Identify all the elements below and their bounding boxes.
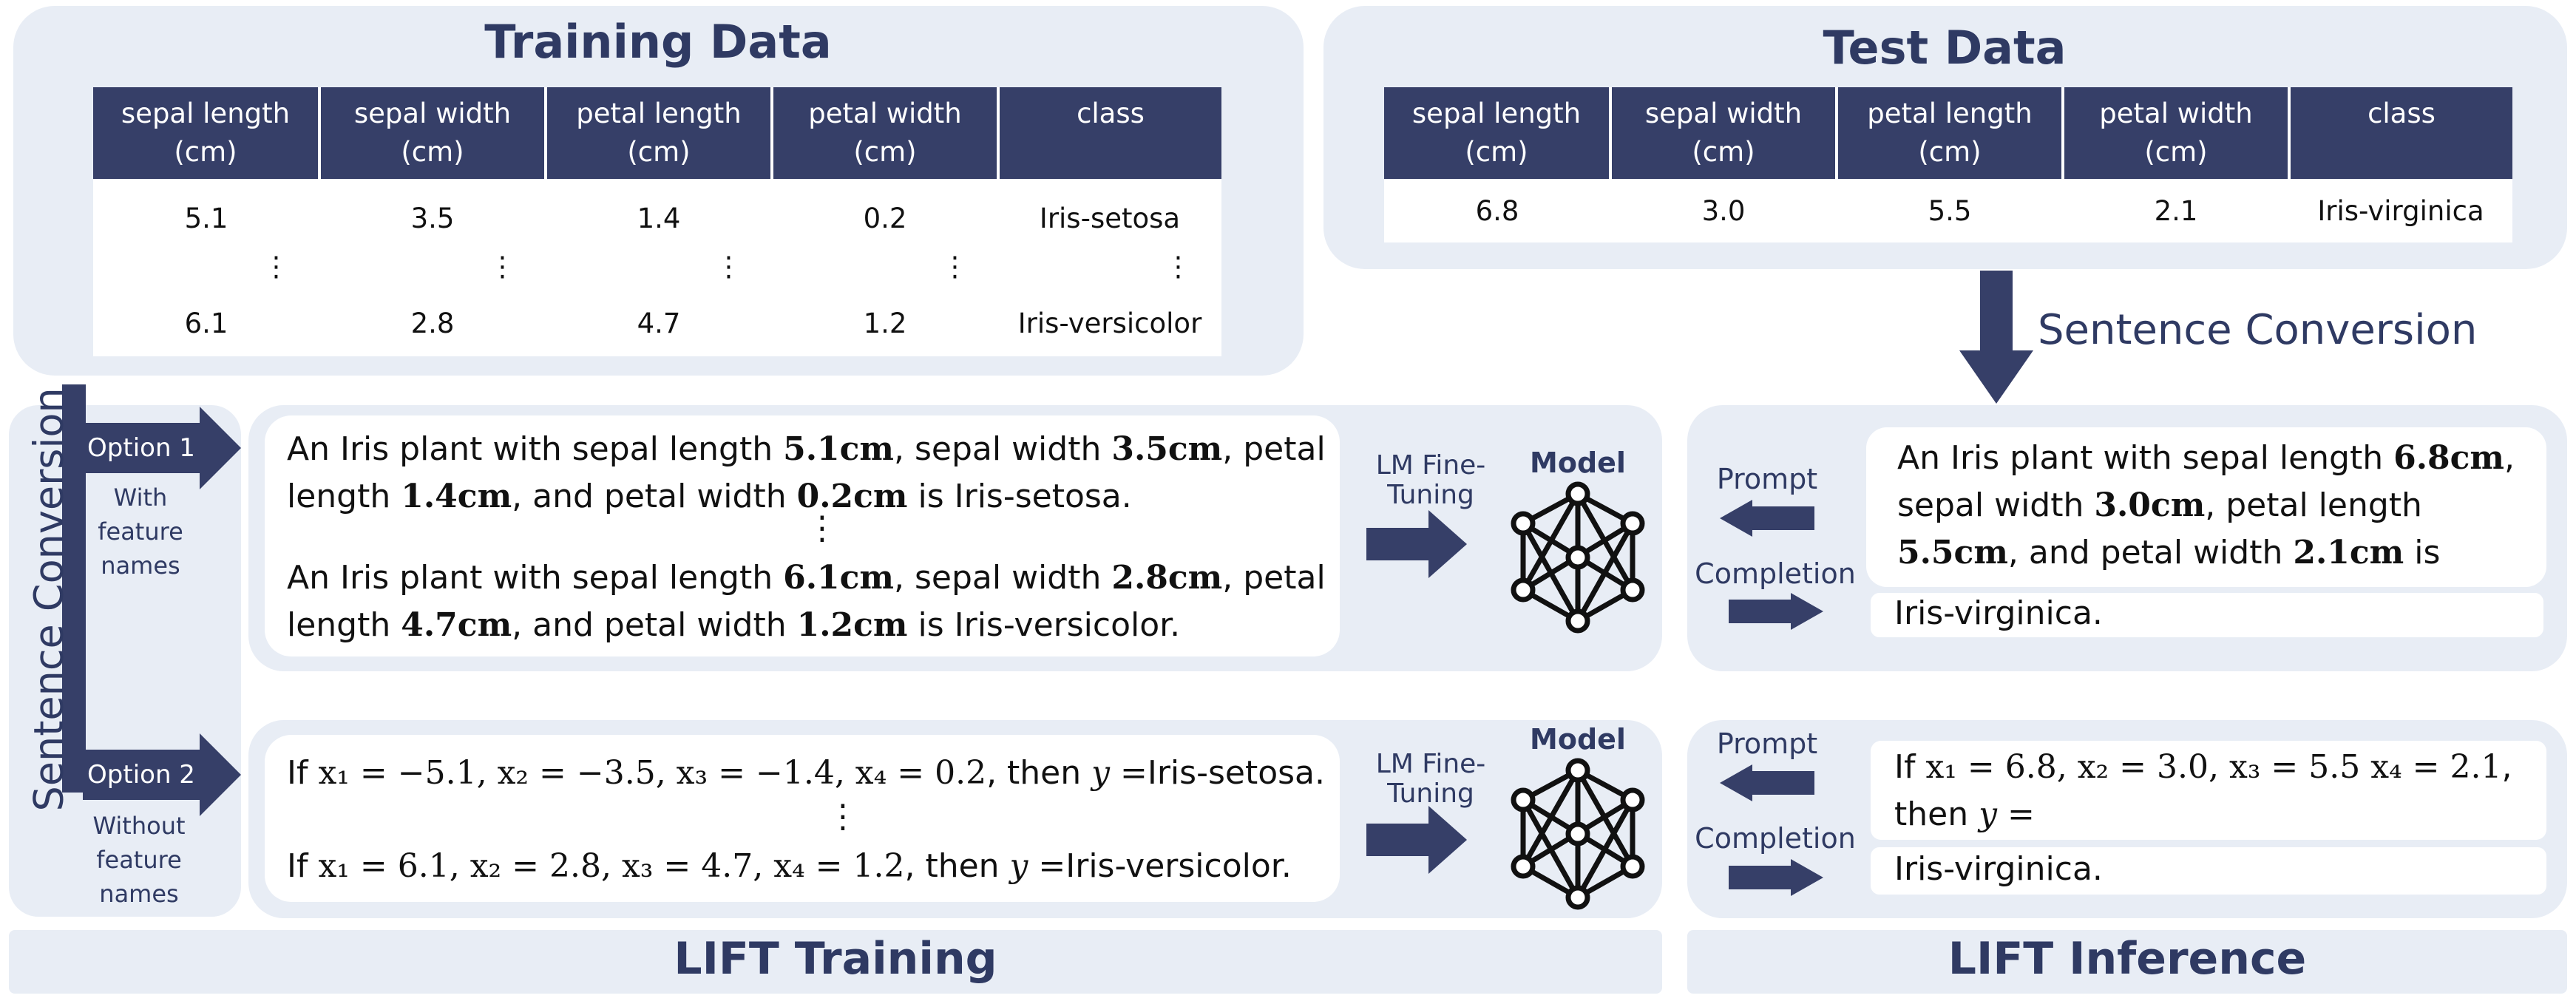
table-cell: 1.2 [863,307,907,339]
table-cell: 6.1 [184,307,228,339]
ellipsis: ⋮ [262,251,290,282]
table-cell: Iris-versicolor [1017,307,1202,339]
table-cell: 4.7 [637,307,681,339]
inference-prompt-text: If x₁ = 6.8, x₂ = 3.0, x₃ = 5.5 x₄ = 2.1… [1894,748,2512,833]
table-row: 6.8 3.0 5.5 2.1 Iris-virginica [1384,179,2512,242]
option-2-arrow-icon [200,733,241,816]
inference-completion-text: Iris-virginica. [1894,594,2103,632]
training-sentence-1: An Iris plant with sepal length 5.1cm, s… [287,430,1326,515]
table-cell: 2.1 [2154,194,2198,227]
test-data-title: Test Data [1823,21,2067,75]
table-header-row: sepal length (cm) sepal width (cm) petal… [1384,87,2512,179]
training-data-table: sepal length (cm) sepal width (cm) petal… [93,87,1221,356]
option-2-tag: Option 2 [83,750,200,800]
column-header: sepal length (cm) [1384,87,1610,179]
option-1-arrow-icon [200,407,241,489]
table-row-ellipsis: ⋮ ⋮ ⋮ ⋮ ⋮ [93,244,1221,290]
column-header: petal length (cm) [544,87,772,179]
training-option2-text-box [265,735,1340,902]
training-equation-2: If x₁ = 6.1, x₂ = 2.8, x₃ = 4.7, x₄ = 1.… [287,847,1292,885]
inference-prompt-box [1871,741,2546,840]
table-cell: 6.8 [1475,194,1519,227]
table-cell: 5.5 [1928,194,1972,227]
lm-finetuning-label: LM Fine-Tuning [1375,450,1486,510]
column-header: petal width (cm) [770,87,998,179]
table-row: 6.1 2.8 4.7 1.2 Iris-versicolor [93,290,1221,356]
column-header: sepal width (cm) [318,87,546,179]
lift-inference-label: LIFT Inference [1948,933,2307,985]
inference-completion-box [1871,593,2543,637]
column-header: sepal width (cm) [1609,87,1837,179]
test-data-table: sepal length (cm) sepal width (cm) petal… [1384,87,2512,242]
table-cell: 5.1 [184,202,228,234]
down-arrow-icon [1959,271,2033,404]
lm-finetuning-label: LM Fine-Tuning [1375,749,1486,809]
model-label: Model [1530,723,1626,756]
ellipsis: ⋮ [489,251,516,282]
right-arrow-icon [1729,593,1823,630]
table-cell: Iris-virginica [2317,194,2484,227]
neural-network-icon [1511,481,1645,634]
option-1-description: With feature names [98,483,183,580]
lift-training-bar [9,930,1662,994]
table-cell: 0.2 [863,202,907,234]
table-row: 5.1 3.5 1.4 0.2 Iris-setosa [93,179,1221,244]
option-1-tag: Option 1 [83,423,200,473]
training-data-title: Training Data [484,15,832,69]
ellipsis: ⋮ [941,251,969,282]
completion-label: Completion [1695,557,1856,590]
table-cell: 1.4 [637,202,681,234]
column-header: class [997,87,1221,179]
table-cell: 3.0 [1701,194,1746,227]
right-arrow-icon [1366,806,1467,874]
training-equation-1: If x₁ = −5.1, x₂ = −3.5, x₃ = −1.4, x₄ =… [287,754,1325,792]
right-arrow-icon [1729,859,1823,896]
ellipsis: ⋮ [806,509,838,547]
lift-training-label: LIFT Training [674,933,997,985]
vertical-connector [62,384,86,793]
training-option1-text-box [265,415,1340,656]
lift-inference-bar [1687,930,2567,994]
neural-network-icon [1511,758,1645,910]
ellipsis: ⋮ [715,251,742,282]
sentence-conversion-panel [9,405,241,917]
model-label: Model [1530,447,1626,479]
table-header-row: sepal length (cm) sepal width (cm) petal… [93,87,1221,179]
table-cell: Iris-setosa [1039,202,1181,234]
column-header: petal length (cm) [1835,87,2063,179]
inference-completion-box [1871,847,2546,895]
prompt-label: Prompt [1716,463,1818,495]
ellipsis: ⋮ [1165,251,1192,282]
column-header: petal width (cm) [2061,87,2289,179]
prompt-label: Prompt [1716,727,1818,760]
ellipsis: ⋮ [827,798,859,835]
option-2-description: Without feature names [92,812,186,908]
inference-prompt-box [1866,427,2546,587]
column-header: sepal length (cm) [93,87,319,179]
inference-completion-text: Iris-virginica. [1894,850,2103,888]
inference-prompt-text: An Iris plant with sepal length 6.8cm, s… [1897,439,2515,571]
training-sentence-2: An Iris plant with sepal length 6.1cm, s… [287,559,1326,644]
left-arrow-icon [1720,764,1814,801]
right-arrow-icon [1366,510,1467,578]
sentence-conversion-label-vertical: Sentence Conversion [25,387,72,812]
column-header: class [2288,87,2512,179]
left-arrow-icon [1720,500,1814,537]
table-cell: 2.8 [410,307,455,339]
table-cell: 3.5 [410,202,455,234]
completion-label: Completion [1695,822,1856,855]
sentence-conversion-label-right: Sentence Conversion [2038,306,2478,354]
